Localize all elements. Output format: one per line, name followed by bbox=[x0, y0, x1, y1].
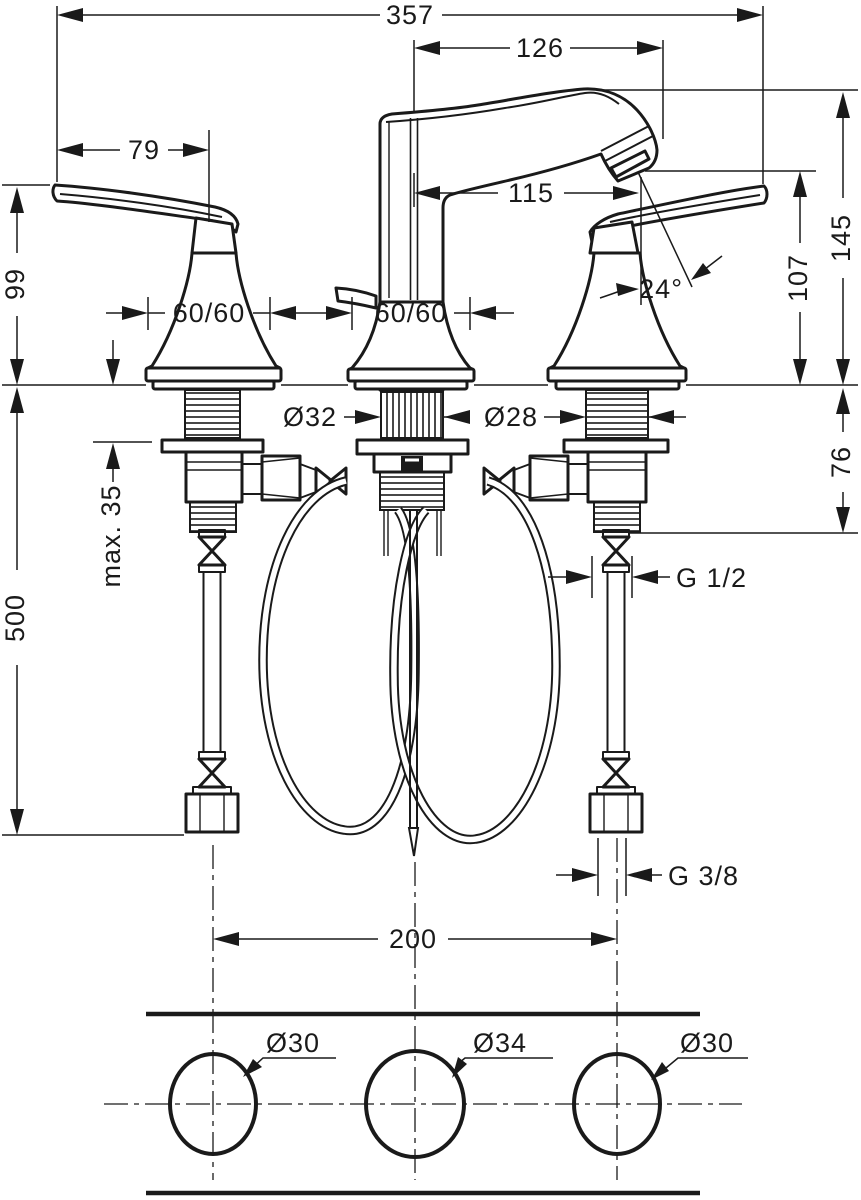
dim-center-shank-dia: Ø32 bbox=[283, 402, 470, 432]
dim-thread-main: G 1/2 bbox=[548, 556, 747, 598]
dim-total-width: 357 bbox=[56, 0, 764, 184]
right-shank-thread bbox=[585, 389, 649, 439]
dim-spout-reach: 115 bbox=[413, 173, 639, 208]
dim-handle-height: 99 bbox=[0, 184, 50, 385]
dim-g38-label: G 3/8 bbox=[668, 861, 739, 891]
center-hole bbox=[364, 1049, 466, 1159]
left-pipe-connector-top bbox=[197, 535, 227, 567]
dim-shank-length: 76 bbox=[628, 388, 858, 534]
dim-24-label: 24° bbox=[639, 274, 683, 304]
right-pipe-connector-top bbox=[601, 535, 631, 567]
left-connection-hose bbox=[258, 476, 420, 836]
left-compression-nut bbox=[260, 454, 302, 502]
hole-center-label: Ø34 bbox=[473, 1028, 527, 1058]
left-tail-thread bbox=[189, 501, 237, 533]
above-deck-assembly bbox=[2, 87, 858, 392]
right-supply-pipe bbox=[606, 572, 626, 752]
left-flange bbox=[160, 438, 265, 454]
rod-in-spout bbox=[409, 118, 419, 300]
center-flange bbox=[355, 438, 470, 456]
leader-center-hole: Ø34 bbox=[452, 1028, 553, 1078]
dimension-annotations: 357 126 79 115 bbox=[0, 0, 858, 954]
dim-max35-label: max. 35 bbox=[96, 484, 126, 587]
dim-o32-label: Ø32 bbox=[283, 402, 337, 432]
drain-tube bbox=[383, 510, 442, 556]
left-shank-thread bbox=[184, 389, 241, 439]
dim-side-shank-dia: Ø28 bbox=[484, 402, 686, 432]
dim-107-label: 107 bbox=[783, 254, 813, 302]
dim-76-label: 76 bbox=[826, 446, 856, 478]
dim-145-label: 145 bbox=[826, 214, 856, 262]
dim-spout-offset: 126 bbox=[413, 33, 664, 139]
right-valve-body bbox=[586, 450, 648, 504]
spout-inner-line bbox=[385, 91, 620, 123]
dim-g12-label: G 1/2 bbox=[676, 563, 747, 593]
left-supply-pipe bbox=[202, 572, 222, 752]
right-reducer bbox=[513, 463, 531, 499]
left-lever-inner-line bbox=[59, 193, 223, 218]
dim-115-label: 115 bbox=[508, 178, 554, 208]
right-flange bbox=[562, 438, 670, 454]
dim-hose-length: 500 bbox=[0, 387, 184, 836]
dim-overall-height: 145 bbox=[600, 89, 858, 385]
dim-6060-center-label: 60/60 bbox=[375, 298, 448, 328]
right-handle bbox=[546, 184, 769, 391]
dim-99-label: 99 bbox=[0, 268, 30, 300]
right-lever-inner-line bbox=[609, 194, 761, 223]
center-tee-thread bbox=[379, 471, 445, 511]
dim-handle-width: 79 bbox=[57, 130, 210, 222]
right-connection-hose bbox=[389, 476, 561, 845]
left-valve-outlet bbox=[241, 463, 263, 495]
leader-left-hole: Ø30 bbox=[243, 1028, 336, 1077]
hole-left-label: Ø30 bbox=[266, 1028, 320, 1058]
dim-spray-angle: 24° bbox=[599, 171, 723, 305]
aerator-collar bbox=[600, 125, 654, 162]
dim-500-label: 500 bbox=[0, 594, 30, 642]
pop-up-lever bbox=[334, 286, 378, 310]
dim-spout-height: 107 bbox=[645, 170, 816, 385]
left-handle-stem bbox=[190, 216, 238, 255]
leader-right-hole: Ø30 bbox=[651, 1028, 748, 1080]
left-handle bbox=[51, 183, 283, 391]
left-reducer bbox=[299, 463, 317, 499]
under-deck-assembly bbox=[160, 389, 670, 857]
left-pipe-nut bbox=[184, 792, 240, 834]
dim-357-label: 357 bbox=[386, 0, 434, 30]
hole-pattern-section: Ø30 Ø34 Ø30 bbox=[104, 838, 748, 1196]
right-hole bbox=[572, 1052, 662, 1156]
dim-200-label: 200 bbox=[389, 924, 437, 954]
dim-126-label: 126 bbox=[516, 33, 564, 63]
right-handle-escutcheon bbox=[548, 251, 686, 370]
rod-guide bbox=[401, 456, 423, 472]
dim-max-deck-thickness: max. 35 bbox=[93, 340, 152, 588]
right-tail-thread bbox=[593, 501, 641, 533]
dim-hole-spacing: 200 bbox=[213, 924, 617, 954]
pop-up-rod bbox=[409, 510, 418, 828]
right-handle-stem bbox=[588, 220, 640, 255]
dim-o28-label: Ø28 bbox=[484, 402, 538, 432]
center-shank-thread bbox=[380, 391, 444, 439]
hole-right-label: Ø30 bbox=[680, 1028, 734, 1058]
aerator-outlet bbox=[609, 149, 651, 179]
dim-79-label: 79 bbox=[128, 135, 160, 165]
left-valve-body bbox=[184, 450, 244, 504]
pop-up-rod-tip bbox=[407, 827, 420, 857]
dim-thread-supply: G 3/8 bbox=[556, 838, 739, 896]
dim-6060-left-label: 60/60 bbox=[173, 298, 246, 328]
dim-escutcheon-left: 60/60 bbox=[106, 297, 312, 330]
left-hole bbox=[168, 1052, 258, 1156]
right-valve-outlet bbox=[567, 463, 589, 495]
right-pipe-connector-bottom bbox=[601, 757, 631, 789]
dim-escutcheon-center: 60/60 bbox=[312, 297, 514, 330]
right-pipe-nut bbox=[588, 792, 644, 834]
spout-body bbox=[378, 87, 659, 392]
left-pipe-connector-bottom bbox=[197, 757, 227, 789]
right-compression-nut bbox=[528, 454, 570, 502]
